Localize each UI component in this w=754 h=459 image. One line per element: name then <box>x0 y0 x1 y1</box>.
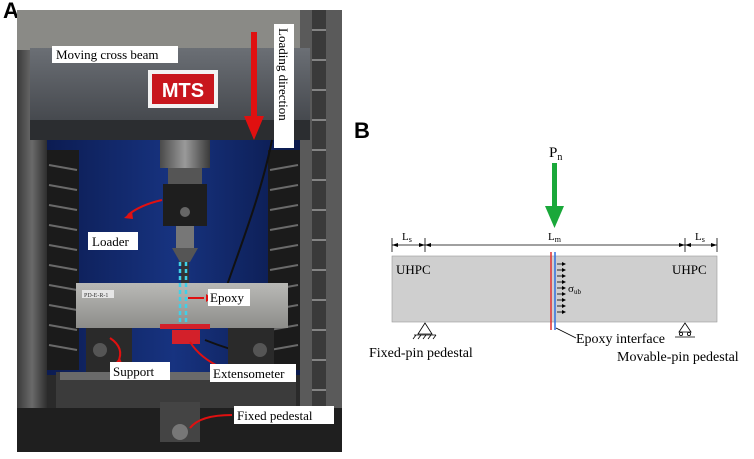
label-extensometer: Extensometer <box>210 364 296 382</box>
ls-right-label: Ls <box>695 231 705 244</box>
lm-label: Lm <box>548 231 562 244</box>
specimen-tag: PD-E-R-1 <box>84 293 108 299</box>
svg-text:Loader: Loader <box>92 234 129 249</box>
label-support: Support <box>110 362 170 380</box>
label-moving-cross-beam: Moving cross beam <box>52 46 178 63</box>
svg-text:Extensometer: Extensometer <box>213 366 285 381</box>
fixed-pin-pedestal-symbol <box>412 322 437 340</box>
label-fixed-pedestal: Fixed pedestal <box>234 406 334 424</box>
ls-left-label: Ls <box>402 231 412 244</box>
mts-logo-text: MTS <box>162 80 204 102</box>
load-label: Pn <box>549 145 562 163</box>
label-epoxy: Epoxy <box>208 289 250 306</box>
specimen-beam <box>76 283 288 328</box>
movable-pin-pedestal-label: Movable-pin pedestal <box>617 350 739 365</box>
load-arrow <box>552 163 557 208</box>
uhpc-right-label: UHPC <box>672 262 707 277</box>
svg-text:Fixed pedestal: Fixed pedestal <box>237 408 313 423</box>
svg-text:Support: Support <box>113 364 155 379</box>
fixed-pedestal-pointer <box>189 414 233 429</box>
svg-text:Moving cross beam: Moving cross beam <box>56 47 159 62</box>
svg-text:Epoxy: Epoxy <box>210 290 244 305</box>
movable-pin-pedestal-symbol <box>675 322 695 338</box>
panel-letter-b: B <box>354 118 370 143</box>
fixed-pin-pedestal-label: Fixed-pin pedestal <box>369 346 473 361</box>
extensometer-device <box>172 330 200 344</box>
panel-letter-a: A <box>3 0 19 23</box>
label-loader: Loader <box>88 232 138 250</box>
epoxy-interface-label: Epoxy interface <box>576 332 665 347</box>
label-loading-direction: Loading direction <box>274 24 294 148</box>
svg-text:Loading direction: Loading direction <box>276 28 291 121</box>
sigma-ub-label: σub <box>568 283 581 296</box>
uhpc-left-label: UHPC <box>396 262 431 277</box>
